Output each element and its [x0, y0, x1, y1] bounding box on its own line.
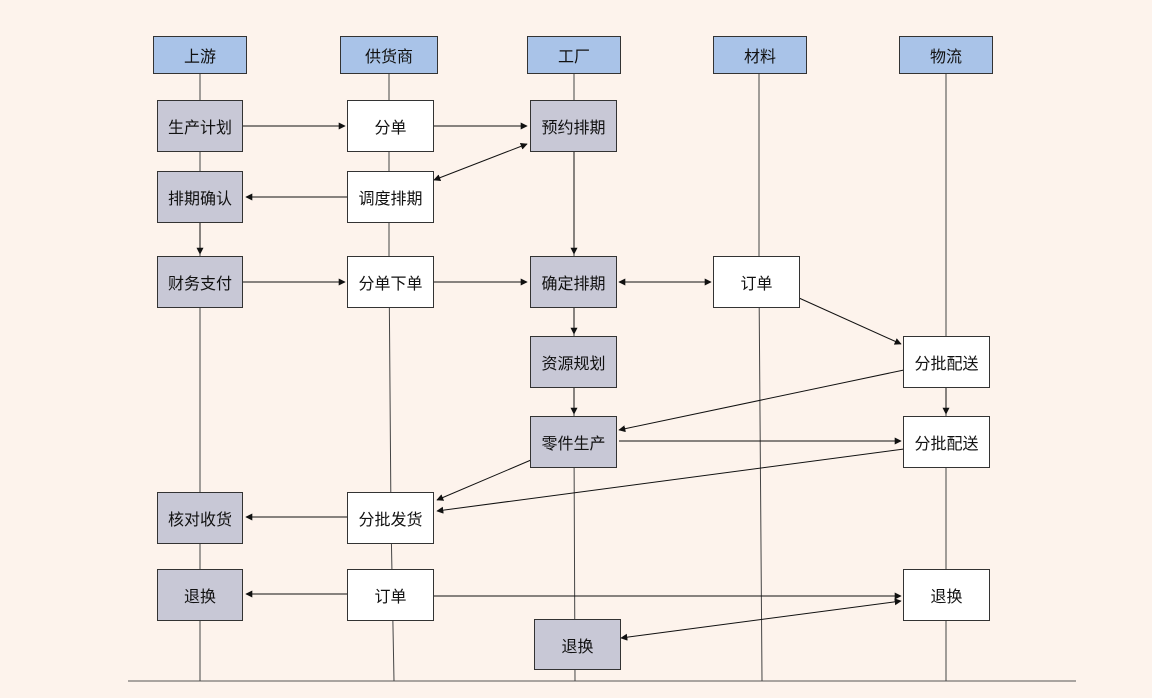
lane-logistics: 物流: [899, 36, 993, 74]
arrow-return-factory-logistics: [620, 598, 902, 641]
node-return-upstream: 退换: [157, 569, 243, 621]
lane-upstream: 上游: [153, 36, 247, 74]
arrow-order-to-delivery1: [798, 297, 902, 345]
arrow-reserve-adjust: [433, 143, 528, 181]
node-resource-planning: 资源规划: [530, 336, 617, 388]
node-return-factory: 退换: [534, 619, 621, 670]
node-production-plan: 生产计划: [157, 100, 243, 152]
node-reserve-schedule: 预约排期: [530, 100, 617, 152]
node-payment: 财务支付: [157, 256, 243, 308]
node-adjust-schedule: 调度排期: [347, 171, 434, 223]
lane-factory: 工厂: [527, 36, 621, 74]
lifeline-material: [758, 73, 763, 682]
node-material-order: 订单: [713, 256, 800, 308]
arrow-delivery2-to-shipping: [436, 448, 905, 514]
lane-supplier: 供货商: [340, 36, 438, 74]
node-confirm-schedule: 排期确认: [157, 171, 243, 223]
node-fix-schedule: 确定排期: [530, 256, 617, 308]
lane-material: 材料: [713, 36, 807, 74]
arrow-delivery1-to-parts: [618, 369, 905, 433]
node-batch-delivery-2: 分批配送: [903, 416, 990, 468]
node-return-order: 订单: [347, 569, 434, 621]
arrow-parts-to-shipping: [436, 459, 532, 501]
node-return-logistics: 退换: [903, 569, 990, 621]
node-split-order: 分单: [347, 100, 434, 152]
node-batch-delivery-1: 分批配送: [903, 336, 990, 388]
node-split-place-order: 分单下单: [347, 256, 434, 308]
node-check-receipt: 核对收货: [157, 492, 243, 544]
node-batch-shipping: 分批发货: [347, 492, 434, 544]
node-parts-production: 零件生产: [530, 416, 617, 468]
